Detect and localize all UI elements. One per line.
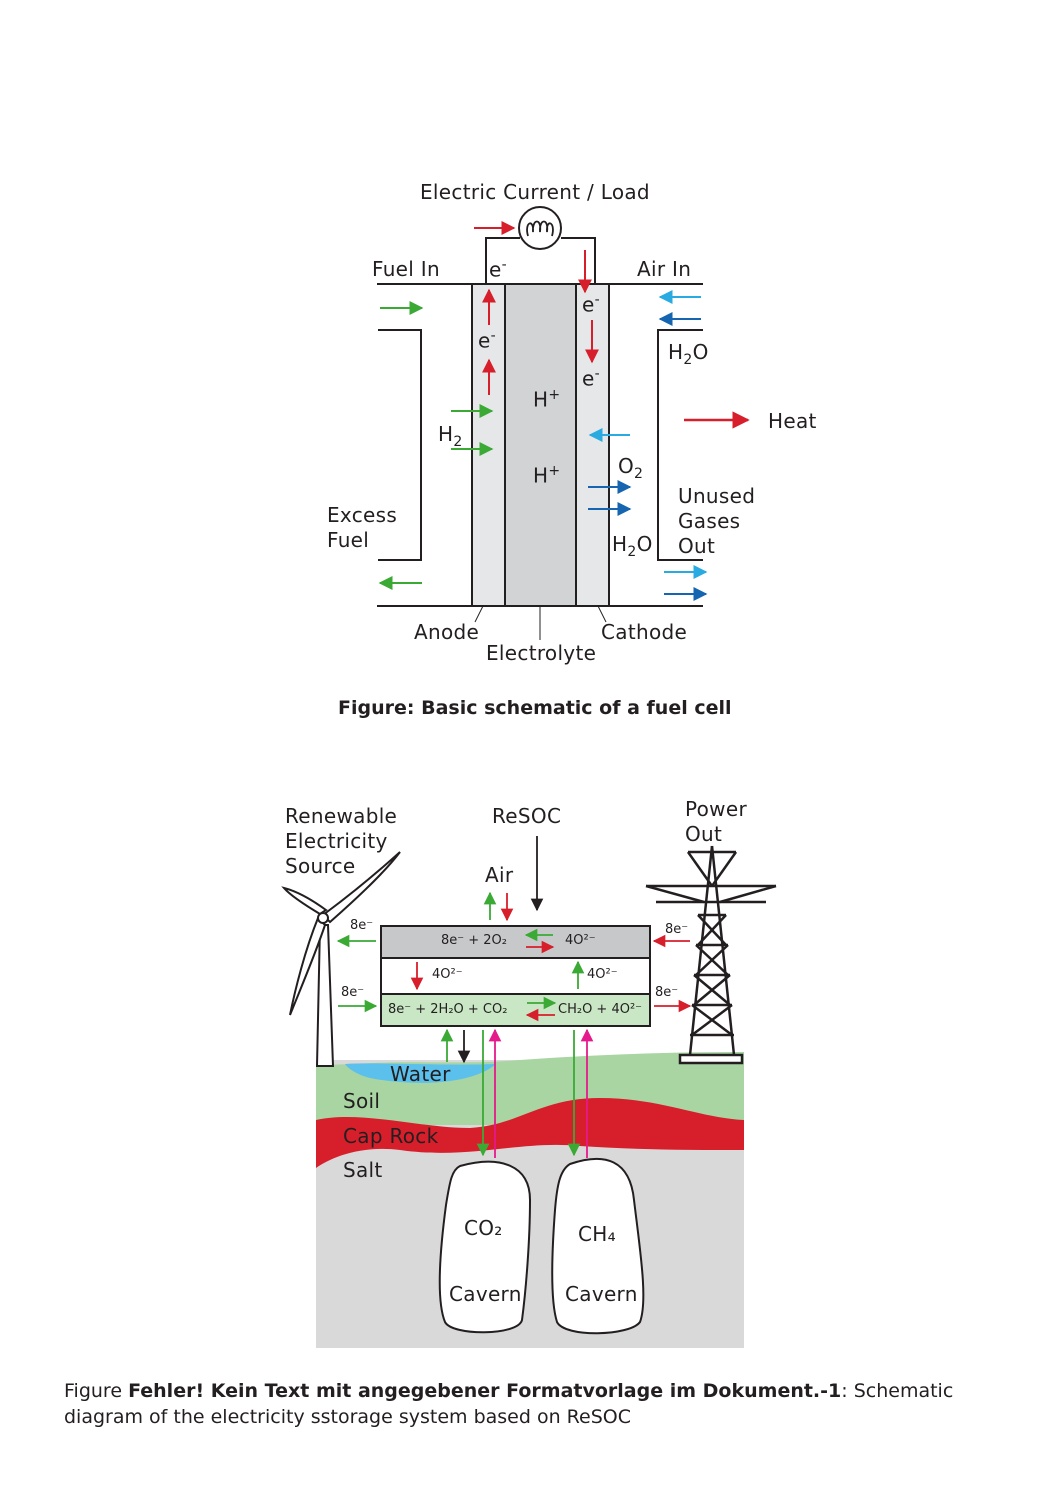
power-tower-icon — [645, 845, 777, 1065]
figure1-caption: Figure: Basic schematic of a fuel cell — [338, 697, 732, 719]
co2-cavern-gas: CO₂ — [464, 1216, 503, 1240]
load-icon — [518, 206, 562, 250]
cathode-label: Cathode — [601, 620, 688, 644]
resoc-label: ReSOC — [492, 804, 562, 828]
resoc-diagram — [281, 836, 777, 1348]
air-electrode-reactants: 8e⁻ + 2O₂ — [441, 933, 508, 948]
figure2-caption: Figure Fehler! Kein Text mit angegebener… — [64, 1380, 954, 1428]
resoc-electrolyte — [380, 957, 651, 995]
electrolyte-label: Electrolyte — [486, 641, 597, 665]
co2-cavern-label: Cavern — [449, 1282, 522, 1306]
electrons-left-top: 8e⁻ — [350, 918, 374, 933]
electrons-left-bottom: 8e⁻ — [341, 985, 365, 1000]
air-electrode-products: 4O²⁻ — [565, 933, 596, 948]
renewable-line-2: Electricity — [285, 829, 388, 853]
wind-turbine-icon — [281, 851, 401, 1067]
proton-label-1: H+ — [533, 387, 561, 412]
ch4-cavern-label: Cavern — [565, 1282, 638, 1306]
ch4-cavern — [551, 1157, 645, 1335]
electron-label-anode: e- — [478, 328, 496, 353]
fuel-electrode-reactants: 8e⁻ + 2H₂O + CO₂ — [388, 1002, 508, 1017]
oxygen-label: O2 — [618, 454, 644, 482]
unused-gases-line-2: Gases — [678, 509, 741, 533]
salt-layer-label: Salt — [343, 1158, 383, 1182]
cap-rock-layer-label: Cap Rock — [343, 1124, 439, 1148]
soil-layer-label: Soil — [343, 1089, 381, 1113]
water-layer-label: Water — [390, 1062, 451, 1086]
electrolyte-layer — [504, 283, 577, 607]
oxygen-ion-left: 4O²⁻ — [432, 967, 463, 982]
fuel-in-label: Fuel In — [372, 257, 440, 281]
electrons-right-bottom: 8e⁻ — [655, 985, 679, 1000]
excess-fuel-line-2: Fuel — [327, 528, 370, 552]
oxygen-ion-right: 4O²⁻ — [587, 967, 618, 982]
water-label-bottom: H2O — [612, 532, 653, 560]
heat-label: Heat — [768, 409, 817, 433]
water-label-top: H2O — [668, 340, 709, 368]
electron-label-cathode-2: e- — [582, 366, 600, 391]
power-out-line-1: Power — [685, 797, 747, 821]
air-label: Air — [485, 863, 514, 887]
resoc-air-electrode — [380, 925, 651, 959]
cap-rock-layer — [316, 1098, 744, 1168]
anode-label: Anode — [414, 620, 480, 644]
fuel-electrode-products: CH₂O + 4O²⁻ — [558, 1002, 643, 1017]
water-pond — [345, 1063, 496, 1083]
renewable-line-3: Source — [285, 854, 356, 878]
proton-label-2: H+ — [533, 463, 561, 488]
electron-label-cathode-1: e- — [582, 292, 600, 317]
load-label: Electric Current / Load — [420, 180, 650, 204]
resoc-fuel-electrode — [380, 993, 651, 1027]
unused-gases-line-1: Unused — [678, 484, 756, 508]
electron-label-top: e- — [489, 257, 507, 282]
electrons-right-top: 8e⁻ — [665, 922, 689, 937]
power-out-line-2: Out — [685, 822, 723, 846]
air-in-label: Air In — [637, 257, 692, 281]
excess-fuel-line-1: Excess — [327, 503, 398, 527]
renewable-line-1: Renewable — [285, 804, 398, 828]
ch4-cavern-gas: CH₄ — [578, 1222, 616, 1246]
hydrogen-label: H2 — [438, 422, 463, 450]
co2-cavern — [438, 1160, 532, 1334]
unused-gases-line-3: Out — [678, 534, 716, 558]
